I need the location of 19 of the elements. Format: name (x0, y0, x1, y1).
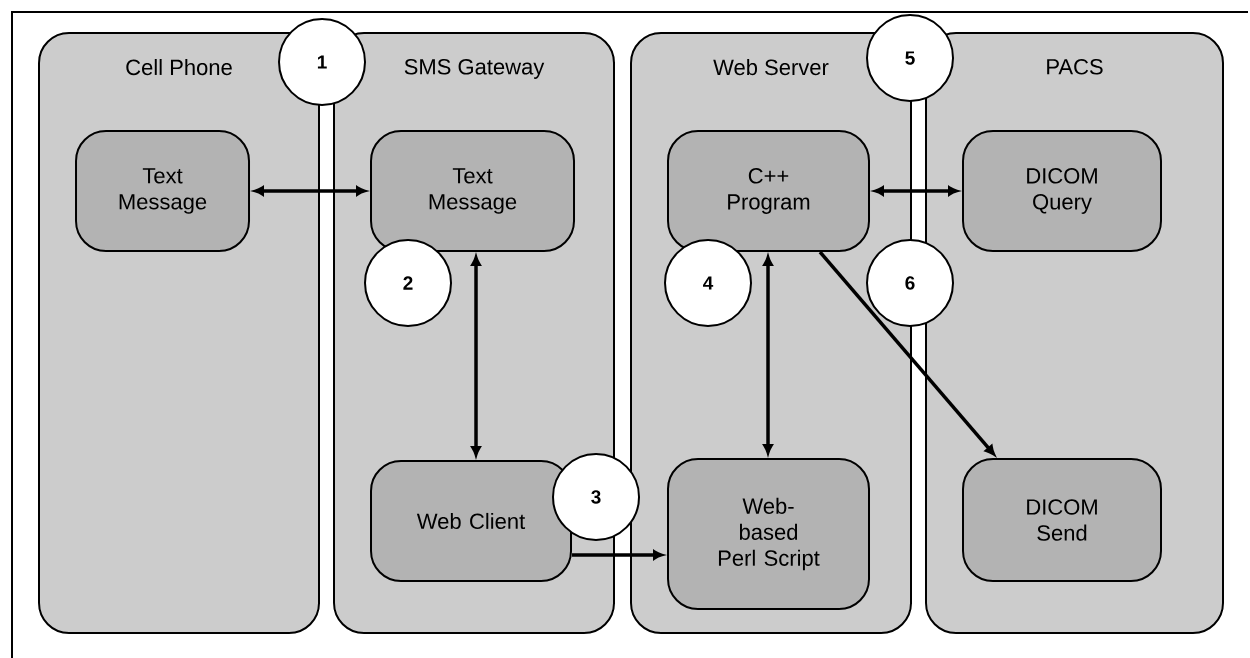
process-box: C++ Program (667, 130, 870, 252)
step-number: 5 (866, 14, 954, 102)
process-box: Text Message (75, 130, 250, 252)
arrow (572, 550, 664, 560)
step-number: 2 (364, 239, 452, 327)
process-box: Web-based Perl Script (667, 458, 870, 610)
arrow (818, 250, 996, 456)
step-number: 4 (664, 239, 752, 327)
step-number: 3 (552, 453, 640, 541)
process-box: DICOM Query (962, 130, 1162, 252)
process-box: DICOM Send (962, 458, 1162, 582)
process-box: Text Message (370, 130, 575, 252)
arrow (763, 255, 773, 455)
step-number: 6 (866, 239, 954, 327)
process-box: Web Client (370, 460, 572, 582)
step-number: 1 (278, 18, 366, 106)
arrow (471, 255, 481, 457)
arrow (873, 186, 959, 196)
arrow (253, 186, 367, 196)
